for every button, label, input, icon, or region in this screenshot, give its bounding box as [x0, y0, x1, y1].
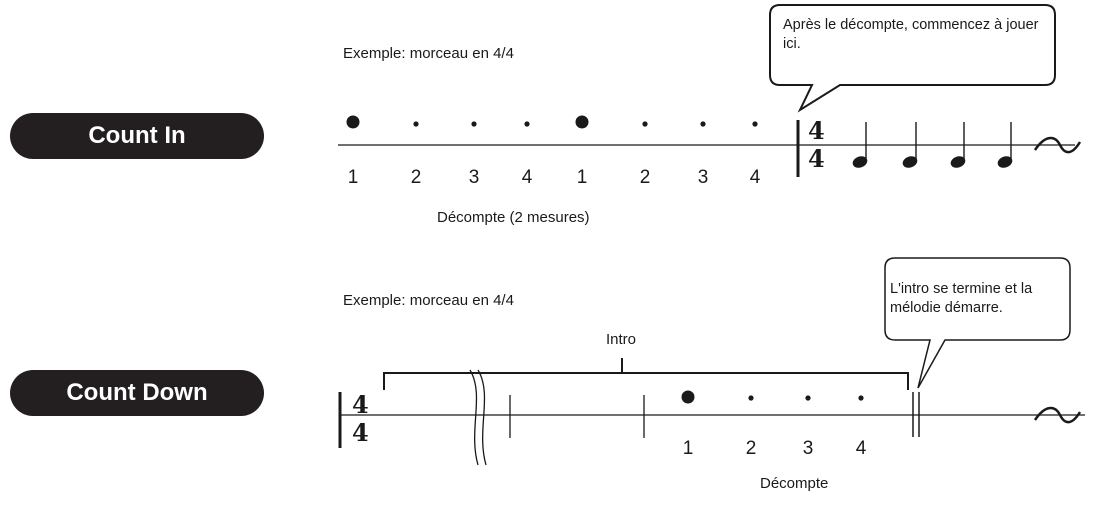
beat-dot [752, 121, 758, 127]
callout-bubble [884, 257, 1071, 389]
beat-number: 3 [802, 438, 814, 459]
beat-dot-accent [346, 115, 360, 129]
count-in-callout: Après le décompte, commencez à jouer ici… [783, 17, 1039, 52]
beat-number: 2 [745, 438, 757, 459]
count-down-caption: Décompte [760, 475, 829, 492]
time-sig-bottom: 4 [808, 144, 825, 173]
count-down-example: Exemple: morceau en 4/4 [343, 292, 514, 309]
svg-text:4: 4 [352, 418, 369, 447]
beat-dot [413, 121, 419, 127]
beat-dot [471, 121, 477, 127]
continuation-tilde [1033, 136, 1082, 154]
beat-number: 4 [855, 438, 867, 459]
beat-dot-accent [681, 390, 695, 404]
count-down-label: Count Down [10, 370, 264, 416]
intro-label: Intro [606, 331, 637, 348]
beat-number: 3 [697, 167, 709, 188]
beat-dot [700, 121, 706, 127]
count-in-caption: Décompte (2 mesures) [437, 209, 590, 226]
beat-number: 2 [410, 167, 422, 188]
beat-dot [642, 121, 648, 127]
quarter-notes [852, 122, 1013, 168]
beat-dot [748, 395, 754, 401]
beat-number: 4 [521, 167, 533, 188]
beat-number: 1 [347, 167, 359, 188]
beat-number: 1 [682, 438, 694, 459]
beat-dot [524, 121, 530, 127]
break-mark [469, 369, 479, 466]
beat-dot [858, 395, 864, 401]
beat-number: 1 [576, 167, 588, 188]
beat-number: 3 [468, 167, 480, 188]
count-in-example: Exemple: morceau en 4/4 [343, 45, 514, 62]
count-in-label: Count In [10, 113, 264, 159]
beat-number: 2 [639, 167, 651, 188]
continuation-tilde [1033, 406, 1082, 424]
beat-number: 4 [749, 167, 761, 188]
intro-bracket [383, 372, 909, 390]
beat-dot-accent [575, 115, 589, 129]
count-down-callout: L'intro se termine et la mélodie démarre… [890, 281, 1033, 316]
beat-dot [805, 395, 811, 401]
callout-bubble [769, 4, 1056, 113]
time-sig-top: 4 [808, 116, 825, 145]
svg-text:4: 4 [352, 390, 369, 419]
